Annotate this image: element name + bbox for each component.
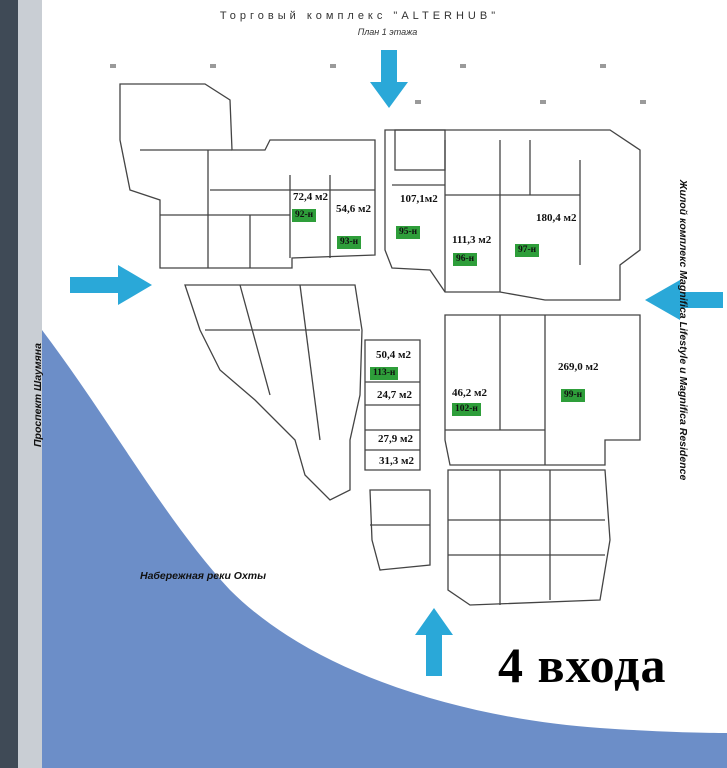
arrow-icon [415, 608, 453, 676]
arrow-icon [370, 50, 408, 108]
plan-markings [110, 64, 646, 104]
unit-tag: 93-н [337, 236, 362, 249]
residence-label: Жилой комплекс Magnifica Lifestyle и Mag… [677, 179, 689, 481]
unit-area-label: 54,6 м2 [336, 203, 371, 215]
unit-area-label: 111,3 м2 [452, 234, 492, 246]
embankment-label: Набережная реки Охты [140, 570, 267, 582]
plan-title: Торговый комплекс "ALTERHUB" [219, 10, 500, 22]
road-sidewalk [18, 0, 42, 768]
unit-tag: 92-н [292, 209, 317, 222]
unit-tag: 113-н [370, 367, 399, 380]
unit-area-label: 50,4 м2 [376, 349, 411, 361]
unit-area-label: 269,0 м2 [558, 361, 599, 373]
building-walls [119, 83, 641, 606]
unit-area-label: 24,7 м2 [377, 389, 412, 401]
unit-tag: 95-н [396, 226, 421, 239]
plan-subtitle: План 1 этажа [357, 27, 418, 37]
arrow-icon [645, 280, 723, 320]
unit-area-label: 27,9 м2 [378, 433, 413, 445]
unit-area-label: 107,1м2 [400, 193, 438, 205]
unit-tag: 102-н [452, 403, 481, 416]
unit-tag: 96-н [453, 253, 478, 266]
street-label: Проспект Шаумяна [32, 342, 44, 448]
entrances-count-label: 4 входа [498, 637, 667, 693]
unit-area-label: 180,4 м2 [536, 212, 577, 224]
river-area [42, 330, 727, 768]
arrow-icon [70, 265, 152, 305]
unit-area-label: 31,3 м2 [379, 455, 414, 467]
unit-area-label: 72,4 м2 [293, 191, 328, 203]
unit-tag: 99-н [561, 389, 586, 402]
unit-tag: 97-н [515, 244, 540, 257]
unit-area-label: 46,2 м2 [452, 387, 487, 399]
road-strip [0, 0, 18, 768]
